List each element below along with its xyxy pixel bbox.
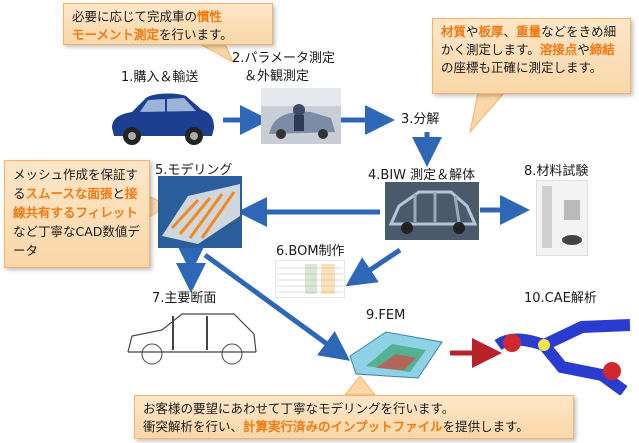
step-5-label: 5.モデリング bbox=[155, 163, 233, 178]
callout-fem: お客様の要望にあわせて丁寧なモデリングを行います。 衝突解析を行い、計算実行済み… bbox=[134, 395, 574, 439]
step-3-label: 3.分解 bbox=[401, 112, 440, 127]
material-test-photo bbox=[536, 180, 588, 256]
highlight: 計算実行済みのインプットファイル bbox=[243, 419, 443, 434]
text: 衝突解析を行い、 bbox=[143, 419, 244, 434]
step-9-label: 9.FEM bbox=[366, 308, 406, 323]
highlight: 重量 bbox=[516, 24, 542, 39]
highlight: 慣性 bbox=[197, 9, 223, 24]
step-6-label: 6.BOM制作 bbox=[276, 244, 345, 259]
callout-tail-right bbox=[469, 91, 507, 134]
measurement-photo bbox=[261, 88, 341, 144]
highlight: 締結 bbox=[589, 42, 615, 57]
step-7-label: 7.主要断面 bbox=[152, 291, 217, 306]
text: 、 bbox=[503, 24, 517, 39]
text: を行います。 bbox=[159, 27, 233, 42]
fem-mesh bbox=[349, 331, 443, 379]
section-drawing bbox=[127, 313, 257, 365]
text: などをきめ細かく測定します。 bbox=[441, 24, 617, 57]
car-photo bbox=[112, 93, 214, 145]
biw-photo bbox=[385, 182, 479, 240]
cae-result bbox=[494, 319, 631, 395]
text: など丁寧なCAD数値データ bbox=[13, 224, 140, 258]
highlight: スムースな面張 bbox=[25, 186, 113, 201]
callout-measurement: 材質や板厚、重量などをきめ細かく測定します。溶接点や締結の座標も正確に測定します… bbox=[432, 18, 631, 94]
arrow-4-6 bbox=[345, 247, 402, 287]
highlight: モーメント測定 bbox=[72, 27, 160, 42]
step-2-label: 2.パラメータ測定 ＆外観測定 bbox=[232, 50, 335, 86]
text: や bbox=[577, 42, 590, 57]
text: メッシュ作成を保証する bbox=[13, 167, 139, 201]
modeling-render bbox=[158, 176, 242, 248]
step-4-label: 4.BIW 測定＆解体 bbox=[368, 168, 476, 183]
step-1-label: 1.購入＆輸送 bbox=[121, 70, 199, 85]
text: の座標も正確に測定します。 bbox=[441, 60, 603, 75]
text: 2.パラメータ測定 bbox=[232, 51, 336, 66]
bom-table bbox=[275, 260, 345, 298]
text: と bbox=[112, 186, 125, 201]
callout-tail-top bbox=[199, 43, 235, 64]
callout-modeling: メッシュ作成を保証するスムースな面張と接線共有するフィレットなど丁寧なCAD数値… bbox=[4, 160, 150, 268]
highlight: 材質 bbox=[441, 24, 467, 39]
text: や bbox=[466, 24, 479, 39]
step-8-label: 8.材料試験 bbox=[524, 164, 589, 179]
text: お客様の要望にあわせて丁寧なモデリングを行います。 bbox=[143, 401, 455, 416]
highlight: 板厚 bbox=[478, 24, 504, 39]
text: 必要に応じて完成車の bbox=[72, 9, 198, 24]
callout-inertia: 必要に応じて完成車の慣性 モーメント測定を行います。 bbox=[63, 3, 273, 45]
highlight: 溶接点 bbox=[539, 42, 578, 57]
text: を提供します。 bbox=[442, 419, 529, 434]
text: ＆外観測定 bbox=[244, 69, 310, 84]
arrow-5-9 bbox=[203, 252, 351, 361]
highlight: 接線共有するフィレット bbox=[13, 186, 138, 220]
step-10-label: 10.CAE解析 bbox=[524, 291, 597, 306]
